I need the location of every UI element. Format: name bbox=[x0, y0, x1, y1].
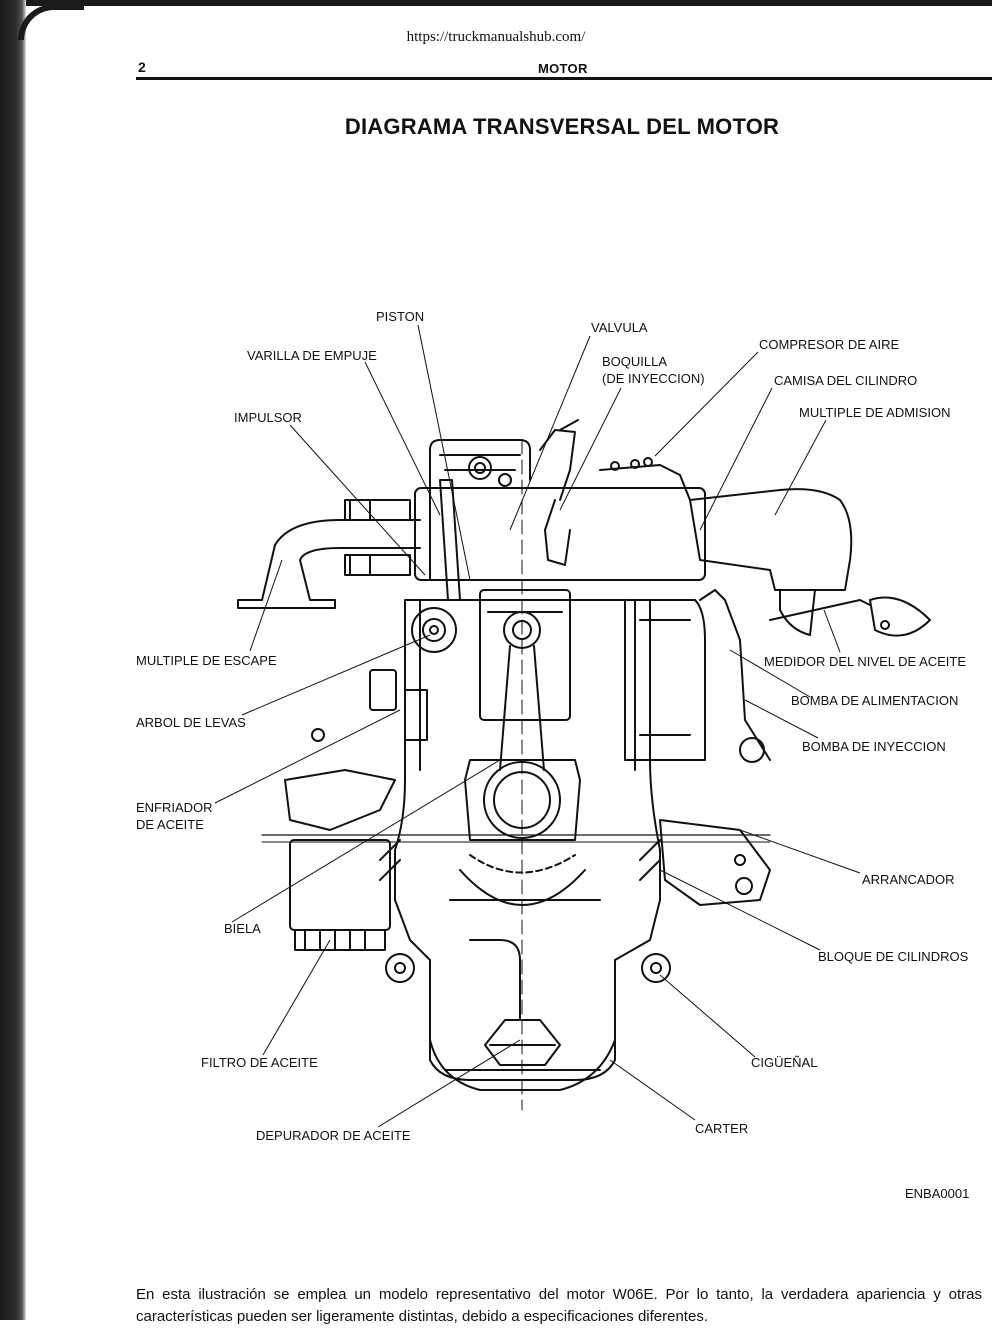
label-multiple-de-escape: MULTIPLE DE ESCAPE bbox=[136, 653, 277, 668]
figure-code: ENBA0001 bbox=[905, 1186, 970, 1201]
label-medidor-nivel-aceite: MEDIDOR DEL NIVEL DE ACEITE bbox=[764, 654, 967, 669]
header-rule bbox=[136, 77, 992, 80]
section-title: MOTOR bbox=[538, 61, 588, 76]
label-boquilla: BOQUILLA bbox=[602, 354, 668, 369]
label-multiple-de-admision: MULTIPLE DE ADMISION bbox=[799, 405, 951, 420]
label-bloque-de-cilindros: BLOQUE DE CILINDROS bbox=[818, 949, 969, 964]
label-enfriador: ENFRIADOR bbox=[136, 800, 213, 815]
footer-note: En esta ilustración se emplea un modelo … bbox=[136, 1286, 982, 1325]
label-piston: PISTON bbox=[376, 309, 425, 324]
label-biela: BIELA bbox=[224, 921, 261, 936]
label-arrancador: ARRANCADOR bbox=[862, 872, 955, 887]
label-bomba-de-alimentacion: BOMBA DE ALIMENTACION bbox=[791, 693, 959, 708]
label-ciguenal: CIGÜEÑAL bbox=[751, 1055, 818, 1070]
page-title: DIAGRAMA TRANSVERSAL DEL MOTOR bbox=[344, 114, 780, 139]
label-varilla-de-empuje: VARILLA DE EMPUJE bbox=[247, 348, 377, 363]
label-bomba-de-inyeccion: BOMBA DE INYECCION bbox=[802, 739, 946, 754]
label-arbol-de-levas: ARBOL DE LEVAS bbox=[136, 715, 246, 730]
label-enfriador-sub: DE ACEITE bbox=[136, 817, 204, 832]
label-depurador-de-aceite: DEPURADOR DE ACEITE bbox=[256, 1128, 411, 1143]
label-compresor-de-aire: COMPRESOR DE AIRE bbox=[759, 337, 900, 352]
label-filtro-de-aceite: FILTRO DE ACEITE bbox=[201, 1055, 318, 1070]
page-edge-top bbox=[0, 0, 992, 6]
label-carter: CARTER bbox=[695, 1121, 749, 1136]
label-camisa-del-cilindro: CAMISA DEL CILINDRO bbox=[774, 373, 918, 388]
source-url: https://truckmanualshub.com/ bbox=[406, 29, 586, 45]
label-valvula: VALVULA bbox=[591, 320, 648, 335]
label-boquilla-sub: (DE INYECCION) bbox=[602, 371, 705, 386]
page-edge-left bbox=[0, 0, 26, 1320]
label-impulsor: IMPULSOR bbox=[234, 410, 302, 425]
page-number: 2 bbox=[138, 59, 146, 75]
